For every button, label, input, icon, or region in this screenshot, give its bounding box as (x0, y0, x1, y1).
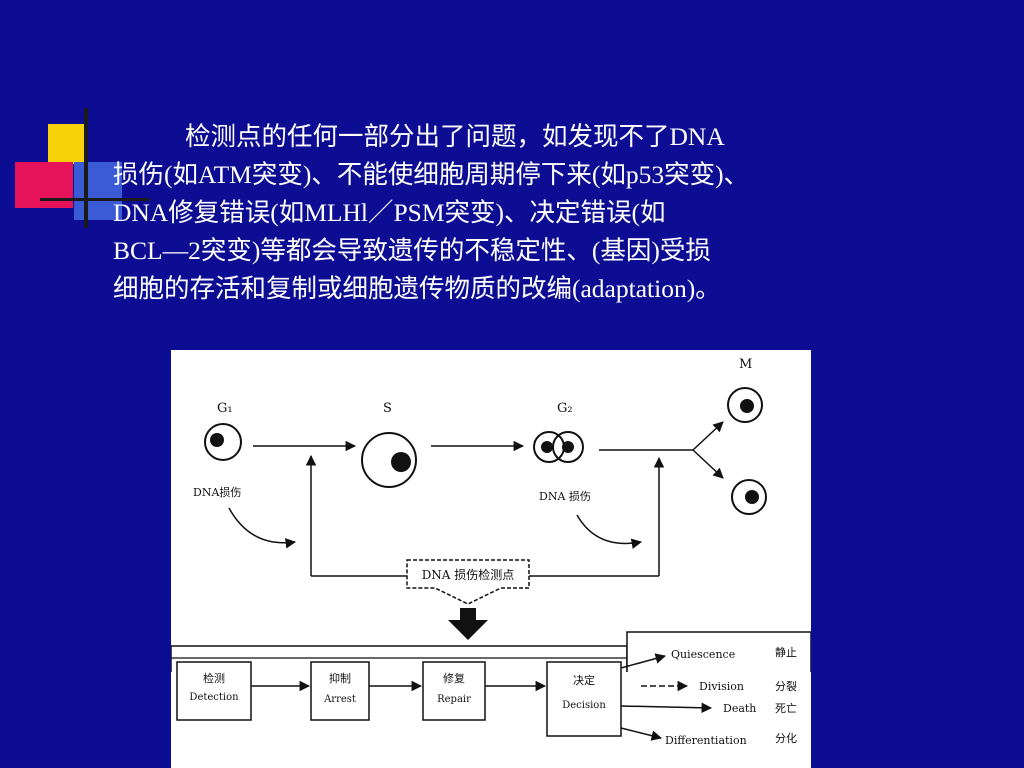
step-en: Repair (437, 694, 471, 705)
outcome-cn-quiescence: 静止 (775, 645, 797, 659)
step-box-decision: 决定 Decision (546, 661, 622, 737)
step-en: Detection (189, 692, 239, 703)
phase-label-g1: G₁ (217, 401, 233, 416)
decor-yellow-square (48, 124, 86, 164)
m-cell-bottom-icon (731, 479, 767, 515)
paragraph-line: DNA修复错误(如MLHl／PSM突变)、决定错误(如 (113, 198, 666, 227)
outcome-cn-differentiation: 分化 (775, 731, 797, 745)
outcome-cn-death: 死亡 (775, 701, 797, 715)
cell-cycle-checkpoint-figure: G₁ S G₂ M DNA损伤 DNA 损伤 (171, 350, 811, 768)
dna-damage-label-1: DNA损伤 (193, 485, 241, 499)
step-box-arrest: 抑制 Arrest (310, 661, 370, 721)
step-cn: 修复 (443, 671, 465, 685)
decor-red-square (15, 162, 73, 208)
step-en: Decision (562, 700, 606, 711)
decor-blue-square (74, 162, 122, 220)
phase-label-s: S (383, 401, 392, 416)
g2-cell-icon (533, 431, 584, 463)
outcome-en-death: Death (723, 702, 756, 715)
phase-label-m: M (739, 357, 752, 372)
dna-damage-label-2: DNA 损伤 (539, 489, 591, 503)
body-paragraph: 检测点的任何一部分出了问题，如发现不了DNA 损伤(如ATM突变)、不能使细胞周… (113, 118, 973, 308)
paragraph-line: 损伤(如ATM突变)、不能使细胞周期停下来(如p53突变)、 (113, 160, 750, 189)
s-cell-icon (361, 432, 417, 488)
outcome-en-division: Division (699, 680, 744, 693)
m-cell-top-icon (727, 387, 763, 423)
step-en: Arrest (323, 694, 356, 705)
paragraph-line: BCL—2突变)等都会导致遗传的不稳定性、(基因)受损 (113, 236, 711, 265)
decor-horizontal-line (40, 198, 150, 201)
g1-cell-icon (204, 423, 242, 461)
step-box-detection: 检测 Detection (176, 661, 252, 721)
step-cn: 决定 (573, 673, 595, 687)
checkpoint-banner: DNA 损伤检测点 (406, 559, 530, 605)
step-cn: 抑制 (329, 671, 351, 685)
decor-vertical-line (84, 108, 88, 228)
outcome-cn-division: 分裂 (775, 680, 797, 693)
step-cn: 检测 (203, 671, 225, 685)
paragraph-line: 检测点的任何一部分出了问题，如发现不了DNA (185, 122, 725, 151)
outcome-en-differentiation: Differentiation (665, 734, 747, 747)
phase-label-g2: G₂ (557, 401, 573, 416)
paragraph-line: 细胞的存活和复制或细胞遗传物质的改编(adaptation)。 (113, 274, 721, 303)
step-box-repair: 修复 Repair (422, 661, 486, 721)
down-arrow-icon (448, 608, 488, 640)
outcome-en-quiescence: Quiescence (671, 648, 735, 661)
checkpoint-banner-label: DNA 损伤检测点 (422, 567, 515, 582)
